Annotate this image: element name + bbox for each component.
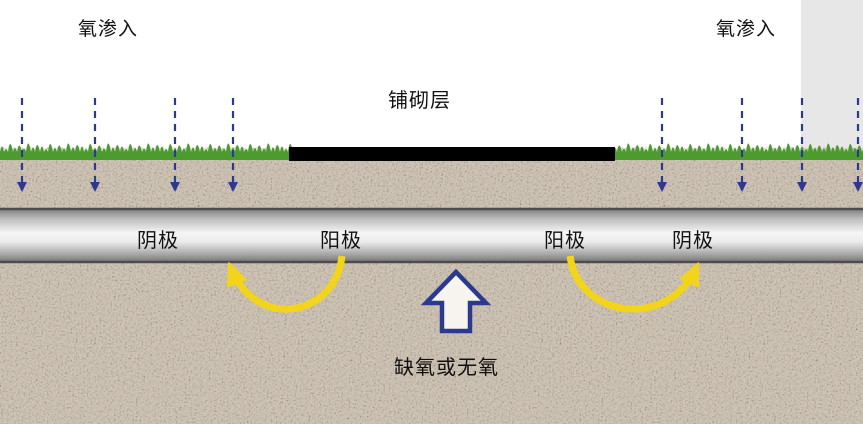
oxygen-arrows-right: [657, 98, 863, 192]
paving-layer-label: 铺砌层: [388, 90, 451, 112]
grass-right: [612, 134, 863, 160]
oxygen-infiltration-label-right: 氧渗入: [716, 19, 777, 40]
anoxic-zone-label: 缺氧或无氧: [394, 357, 499, 379]
anode-label-right: 阳极: [544, 230, 586, 252]
cathode-label-right: 阴极: [672, 230, 714, 252]
oxygen-arrows-left: [17, 98, 238, 192]
pipeline: [0, 207, 863, 264]
paving-layer-bar: [289, 147, 615, 161]
current-flow-arrow-right: [566, 255, 700, 313]
anoxic-up-arrow-icon: [420, 268, 492, 334]
cathode-label-left: 阴极: [137, 230, 179, 252]
oxygen-infiltration-label-left: 氧渗入: [78, 19, 139, 40]
current-flow-arrow-left: [226, 255, 346, 313]
soil-texture: [0, 153, 863, 424]
concrete-wall: [801, 0, 863, 153]
anode-label-left: 阳极: [320, 230, 362, 252]
grass-left: [0, 134, 292, 160]
